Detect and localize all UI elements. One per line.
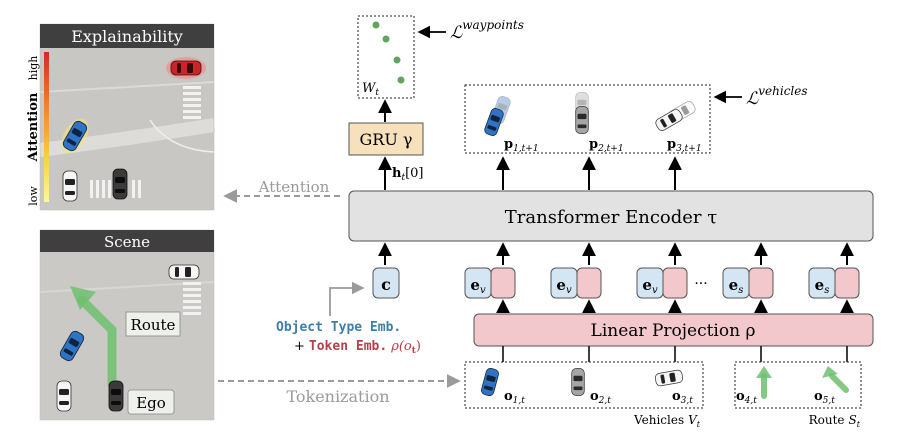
vehicles-loss: ℒvehicles — [746, 84, 808, 109]
route-segment-2-icon — [822, 366, 838, 378]
input-label-4: o4,t — [736, 389, 757, 406]
attention-colorbar — [44, 52, 49, 202]
scene-panel: Route Ego Scene — [39, 229, 215, 421]
attention-axis-title: Attention — [26, 92, 41, 162]
prediction-label-2: p2,t+1 — [589, 137, 624, 154]
hidden-state-label: ht[0] — [392, 166, 424, 183]
legend-token-line: +Token Emb.ρ(ot) — [294, 339, 421, 356]
waypoint — [382, 35, 390, 43]
embedding-label: es — [815, 276, 830, 296]
explainability-title-bar — [40, 24, 214, 48]
attention-low-label: low — [27, 186, 40, 206]
input-label-5: o5,t — [814, 389, 835, 406]
ego-label: Ego — [136, 394, 166, 412]
token-box — [834, 267, 860, 299]
vehicles-input-group: o1,t o2,t o3,t — [464, 361, 704, 409]
waypoints-box: Wt — [357, 15, 415, 99]
scene-title-bar — [40, 230, 214, 252]
scene-white-car-icon — [168, 264, 200, 280]
token-pair-5: es — [808, 267, 860, 299]
waypoints-symbol: Wt — [362, 81, 379, 98]
attended-car-icon — [170, 60, 202, 76]
token-box — [490, 267, 516, 299]
token-pair-4: es — [722, 267, 774, 299]
token-pair-3: ev — [636, 267, 688, 299]
embedding-label: ev — [556, 276, 572, 296]
input-car-1-icon — [479, 366, 501, 398]
explainability-crosswalk — [90, 86, 201, 198]
prediction-label-3: p3,t+1 — [667, 137, 702, 154]
waypoint — [393, 56, 401, 64]
token-pair-1: ev — [464, 267, 516, 299]
attention-high-label: high — [27, 56, 40, 81]
linear-projection-block — [473, 313, 874, 347]
route-arrow-icon — [70, 286, 96, 310]
class-token-label: c — [381, 275, 391, 294]
vehicle-predictions-box: p1,t+1 p2,t+1 p3,t+1 — [464, 84, 711, 154]
gru-label: GRU γ — [360, 130, 413, 149]
embedding-label: ev — [642, 276, 658, 296]
waypoint — [397, 76, 405, 84]
transformer-encoder-block — [348, 190, 874, 242]
waypoint — [372, 21, 380, 29]
class-token — [372, 267, 400, 299]
scene-title: Scene — [104, 233, 150, 251]
ego-car-icon — [112, 168, 128, 200]
scene-ego-car-icon — [108, 380, 124, 412]
token-box — [748, 267, 774, 299]
scene-crosswalk — [183, 282, 201, 315]
waypoints-loss: ℒwaypoints — [450, 18, 524, 43]
transformer-label: Transformer Encoder τ — [505, 207, 717, 228]
input-label-1: o1,t — [504, 389, 525, 406]
input-label-3: o3,t — [672, 389, 693, 406]
predicted-car-3-icon — [653, 107, 685, 133]
scene-white-car-2-icon — [56, 380, 72, 412]
token-box — [662, 267, 688, 299]
white-car-icon — [62, 170, 78, 202]
legend-pointer-arrow — [329, 281, 365, 316]
token-ellipsis: ··· — [694, 276, 707, 292]
projection-label: Linear Projection ρ — [591, 321, 756, 341]
input-label-2: o2,t — [590, 389, 611, 406]
legend-object-type: Object Type Emb. — [276, 320, 401, 335]
predicted-car-2-icon — [575, 106, 589, 134]
prediction-label-1: p1,t+1 — [504, 137, 539, 154]
route-label-box — [125, 311, 181, 337]
tokenization-arrow-label: Tokenization — [286, 387, 389, 406]
route-label: Route — [131, 316, 176, 334]
route-segment-1-icon — [756, 366, 772, 378]
token-pair-2: ev — [550, 267, 602, 299]
input-car-3-icon — [654, 369, 684, 387]
embedding-label: es — [729, 276, 744, 296]
explainability-panel: Explainability high Attention low — [26, 23, 216, 211]
token-box — [576, 267, 602, 299]
ego-label-box — [127, 389, 175, 415]
gru-block — [348, 122, 424, 156]
attention-arrow-label: Attention — [258, 178, 330, 196]
embedding-label: ev — [470, 276, 486, 296]
input-car-2-icon — [571, 368, 585, 396]
route-input-group: o4,t o5,t — [734, 361, 862, 409]
explainability-title: Explainability — [71, 27, 183, 46]
